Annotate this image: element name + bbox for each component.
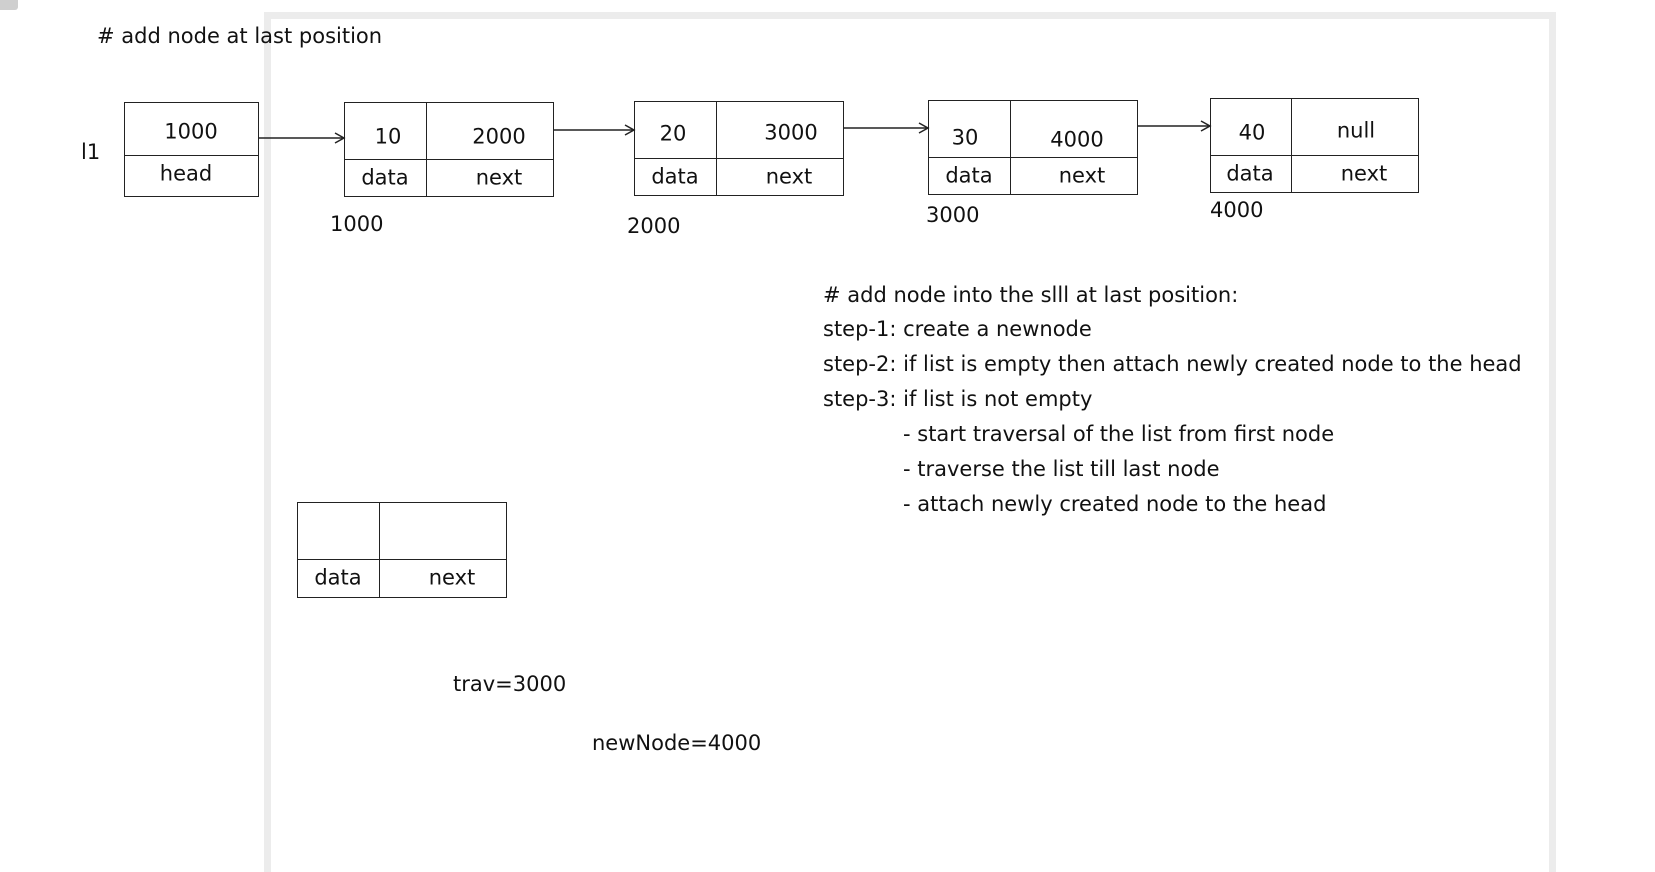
node-address: 4000 — [1210, 198, 1264, 222]
node-next-label: next — [1340, 161, 1388, 186]
node-data-label: data — [945, 163, 993, 188]
node-next-value: null — [1336, 118, 1376, 143]
new-node-data-label: data — [314, 565, 362, 590]
node-next-label: next — [475, 165, 523, 190]
node-data-value: 40 — [1238, 120, 1266, 145]
substep-line: - start traversal of the list from first… — [903, 422, 1335, 446]
node-data-value: 10 — [374, 124, 402, 149]
trav-variable: trav=3000 — [453, 672, 567, 696]
node-data-label: data — [1226, 161, 1274, 186]
step-line: step-2: if list is empty then attach new… — [823, 352, 1522, 376]
node-next-label: next — [765, 164, 813, 189]
head-label: head — [159, 161, 213, 186]
node-data-label: data — [651, 164, 699, 189]
corner-mark — [0, 0, 18, 10]
node-next-value: 3000 — [764, 120, 818, 145]
step-line: step-1: create a newnode — [823, 317, 1092, 341]
step-line: step-3: if list is not empty — [823, 387, 1093, 411]
new-node-variable: newNode=4000 — [592, 731, 762, 755]
substep-line: - traverse the list till last node — [903, 457, 1220, 481]
node-address: 2000 — [627, 214, 681, 238]
node-next-value: 4000 — [1050, 127, 1104, 152]
new-node-next-label: next — [428, 565, 476, 590]
steps-heading: # add node into the slll at last positio… — [823, 283, 1239, 307]
head-value: 1000 — [164, 119, 218, 144]
node-next-label: next — [1058, 163, 1106, 188]
canvas-frame — [264, 12, 1556, 872]
node-address: 1000 — [330, 212, 384, 236]
list-variable-label: l1 — [81, 140, 101, 164]
node-data-label: data — [361, 165, 409, 190]
node-next-value: 2000 — [472, 124, 526, 149]
node-data-value: 20 — [659, 121, 687, 146]
node-address: 3000 — [926, 203, 980, 227]
page-title: # add node at last position — [97, 24, 383, 48]
substep-line: - attach newly created node to the head — [903, 492, 1327, 516]
node-data-value: 30 — [951, 125, 979, 150]
